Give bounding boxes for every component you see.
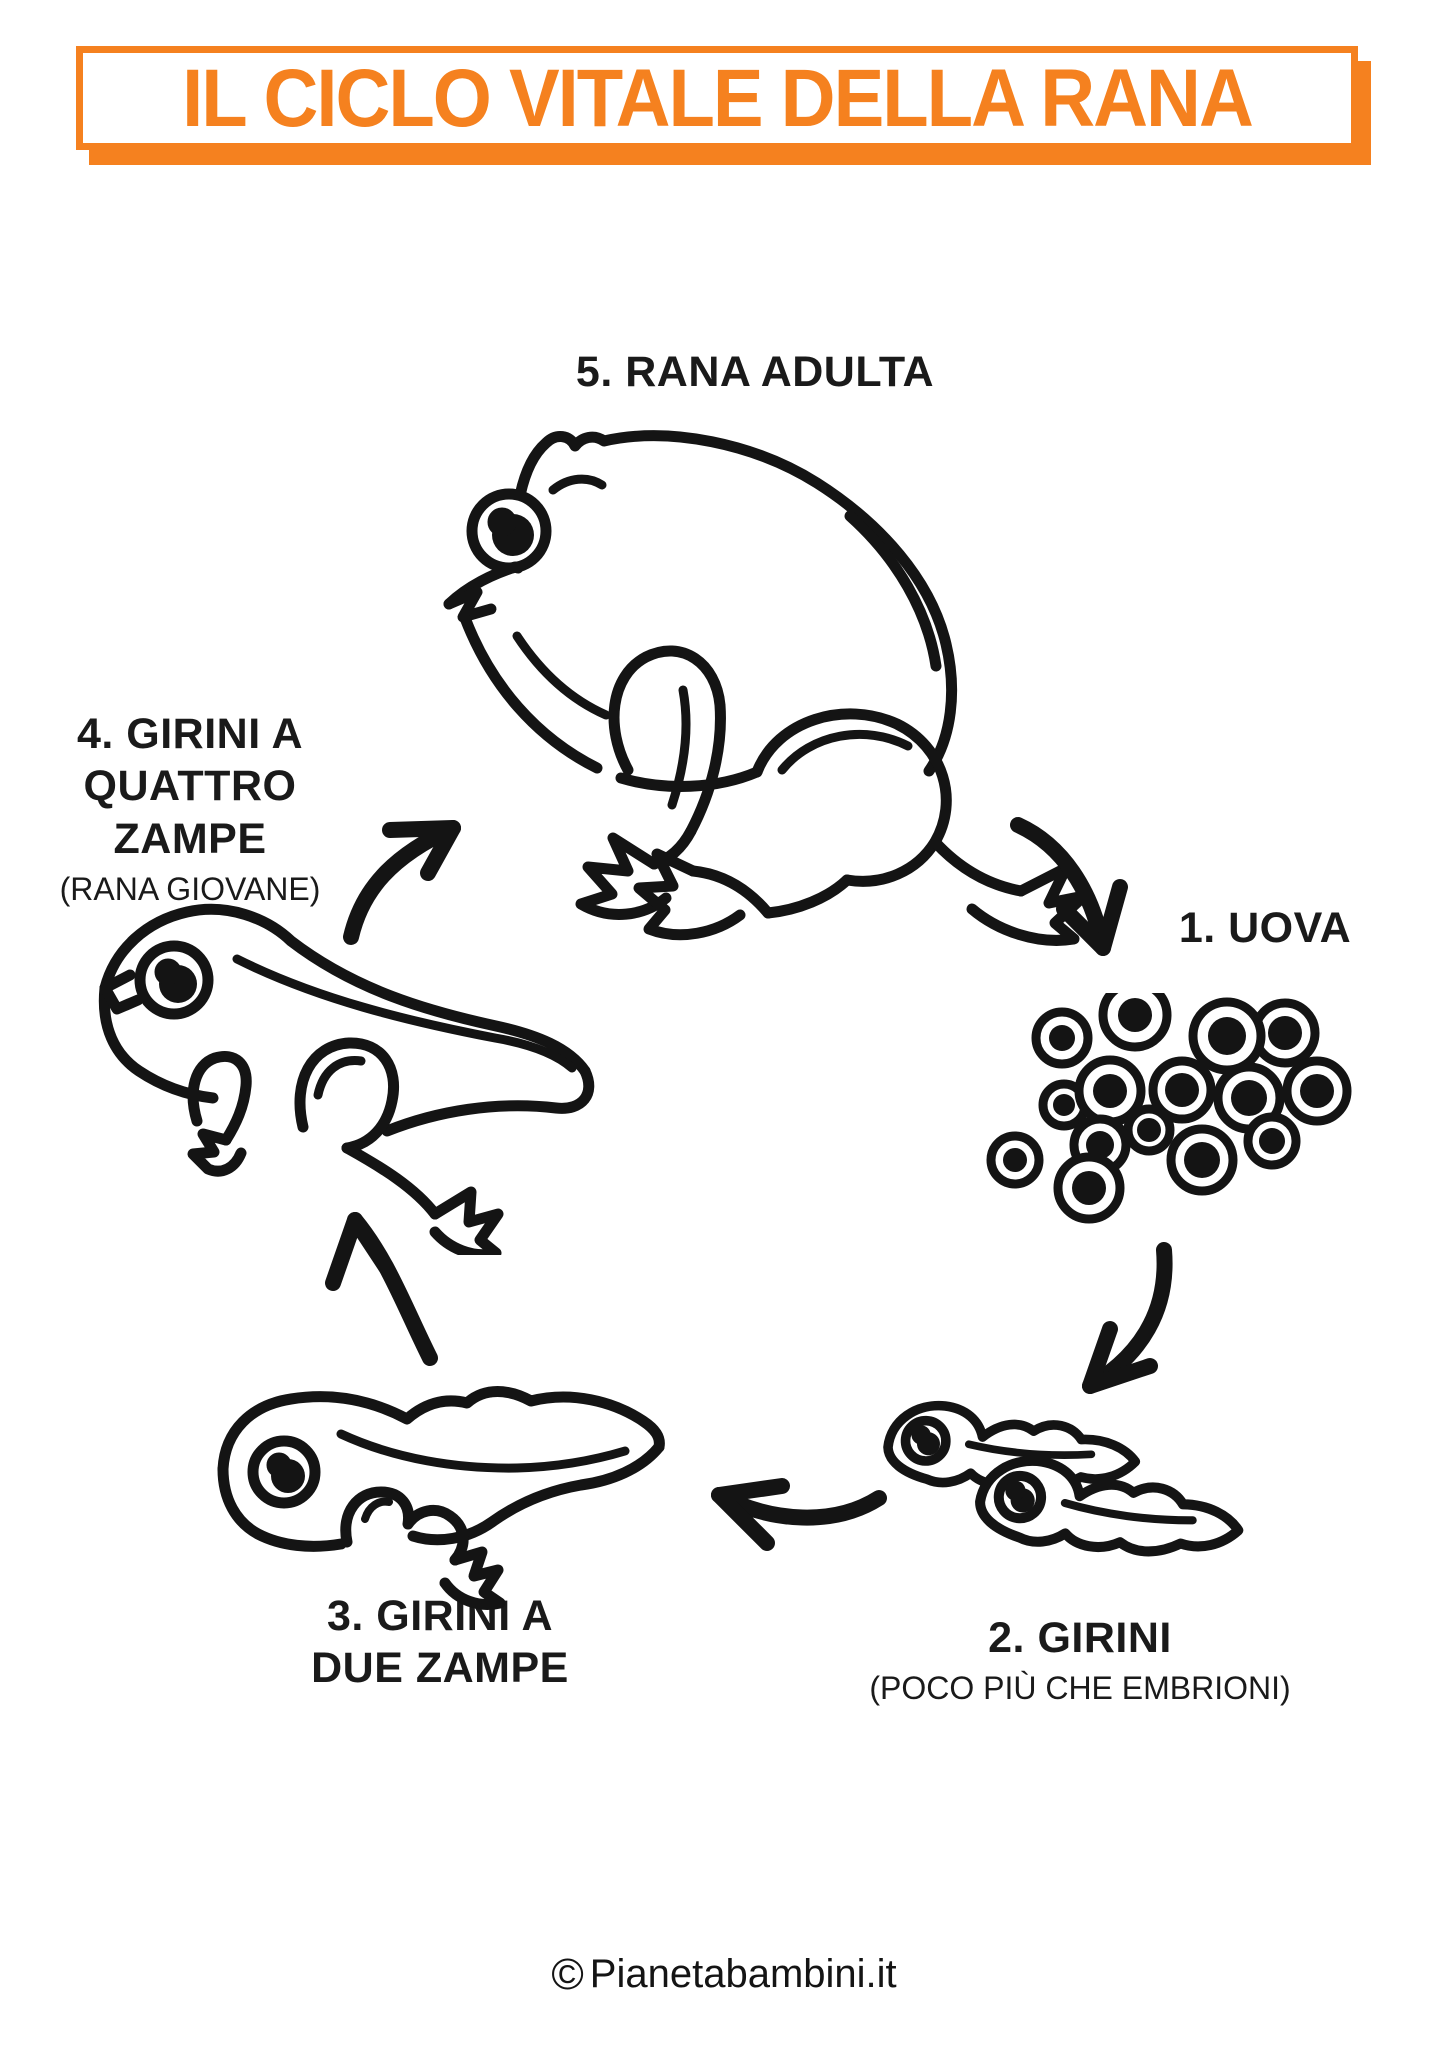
footer-credit: ©Pianetabambini.it bbox=[0, 1950, 1448, 2000]
adult-frog-illustration bbox=[425, 418, 1085, 963]
stage-4-label: 4. GIRINI A QUATTRO ZAMPE bbox=[76, 710, 304, 863]
arrow-eggs-to-tadpoles bbox=[1082, 1242, 1173, 1394]
four-legged-froglet-illustration bbox=[75, 895, 615, 1255]
stage-3-label: 3. GIRINI A DUE ZAMPE bbox=[311, 1592, 569, 1693]
arrow-tadpoles-to-two-legs bbox=[711, 1478, 887, 1551]
stage-label-girini-due-zampe: 3. GIRINI A DUE ZAMPE bbox=[280, 1590, 600, 1695]
two-legged-tadpole-illustration bbox=[195, 1363, 685, 1613]
frog-eggs-illustration bbox=[952, 993, 1352, 1243]
stage-2-sublabel: (POCO PIÙ CHE EMBRIONI) bbox=[869, 1670, 1291, 1707]
tadpole-illustration bbox=[870, 1391, 1163, 1545]
stage-label-rana-adulta: 5. RANA ADULTA bbox=[455, 346, 1055, 398]
stage-label-uova: 1. UOVA bbox=[1135, 902, 1395, 954]
tadpole-illustration bbox=[956, 1442, 1270, 1619]
stage-5-label: 5. RANA ADULTA bbox=[575, 348, 935, 396]
title-box: IL CICLO VITALE DELLA RANA bbox=[76, 46, 1358, 150]
stage-1-label: 1. UOVA bbox=[1178, 904, 1352, 952]
page-title: IL CICLO VITALE DELLA RANA bbox=[182, 52, 1254, 144]
stage-label-girini: 2. GIRINI (POCO PIÙ CHE EMBRIONI) bbox=[855, 1612, 1305, 1708]
stage-label-girini-quattro-zampe: 4. GIRINI A QUATTRO ZAMPE (RANA GIOVANE) bbox=[25, 708, 355, 909]
copyright-icon: © bbox=[551, 1950, 584, 1999]
footer-site-text: Pianetabambini.it bbox=[589, 1952, 897, 1996]
stage-2-label: 2. GIRINI bbox=[988, 1614, 1172, 1662]
stage-4-sublabel: (RANA GIOVANE) bbox=[59, 871, 321, 908]
